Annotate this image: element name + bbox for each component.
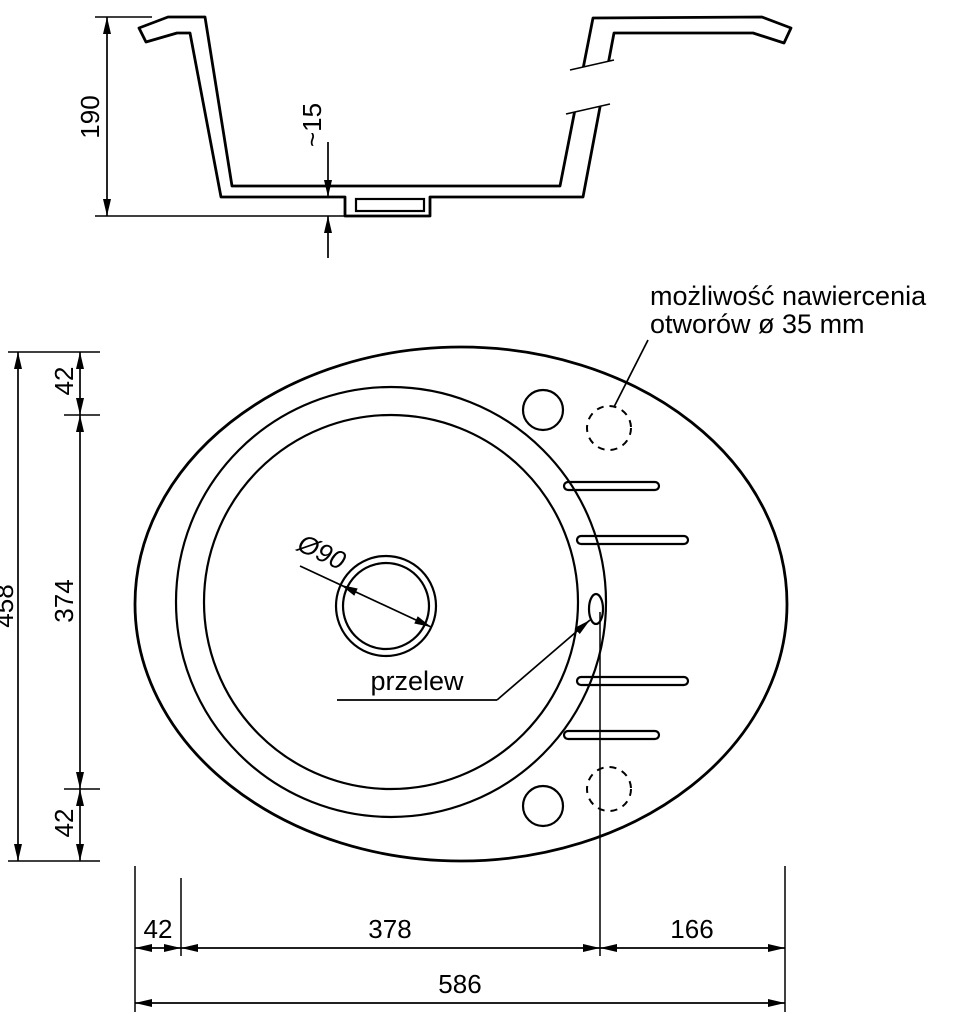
- section-view: 190 ~15: [75, 15, 793, 258]
- dim-label-190: 190: [75, 95, 105, 138]
- bowl-inner-circle: [202, 413, 580, 791]
- dim-42-374-42: 42 374 42: [49, 352, 100, 861]
- bowl-outer-circle: [174, 385, 608, 819]
- dim-label-bottom-42: 42: [49, 809, 79, 838]
- dim-190: 190: [75, 16, 345, 217]
- drainer-grooves: [562, 480, 690, 741]
- dim-label-left-42: 42: [144, 914, 173, 944]
- section-break-marks: [565, 59, 615, 115]
- drain-inner-circle: [341, 561, 431, 651]
- overflow-label: przelew: [370, 666, 464, 696]
- dim-458: 458: [0, 351, 100, 862]
- dim-label-586: 586: [438, 969, 481, 999]
- section-outline: [137, 15, 793, 218]
- drain-outer-circle: [334, 554, 438, 658]
- dim-15: ~15: [297, 103, 332, 258]
- sink-outline: [133, 345, 789, 863]
- groove-2: [575, 534, 690, 546]
- dim-label-166: 166: [670, 914, 713, 944]
- drill-note-line2: otworów ø 35 mm: [650, 309, 865, 339]
- groove-3: [575, 675, 690, 687]
- drain-callout-arrow-upper: [340, 584, 358, 596]
- dim-label-378: 378: [368, 914, 411, 944]
- top-view: Ø90 przelew możliwość nawiercenia otworó…: [0, 281, 927, 1012]
- drain-callout-arrow-lower: [414, 616, 432, 628]
- groove-4: [562, 729, 661, 741]
- drill-note-line1: możliwość nawiercenia: [650, 281, 927, 311]
- dim-label-458: 458: [0, 584, 19, 627]
- dim-bottom-row: 42 378 166: [134, 612, 786, 1012]
- drill-note: możliwość nawiercenia otworów ø 35 mm: [613, 281, 927, 408]
- dim-label-374: 374: [49, 579, 79, 622]
- tap-hole-top: [521, 388, 565, 432]
- tap-hole-bottom: [521, 784, 565, 828]
- overflow-callout: przelew: [337, 619, 591, 701]
- drill-hole-bottom: [586, 766, 632, 812]
- overflow-outlet: [587, 592, 605, 626]
- dim-label-top-42: 42: [49, 367, 79, 396]
- dim-586: 586: [135, 969, 785, 1007]
- drill-hole-top: [586, 405, 632, 451]
- section-drain-opening: [354, 197, 426, 213]
- groove-1: [562, 480, 661, 492]
- dim-label-15: ~15: [297, 103, 327, 147]
